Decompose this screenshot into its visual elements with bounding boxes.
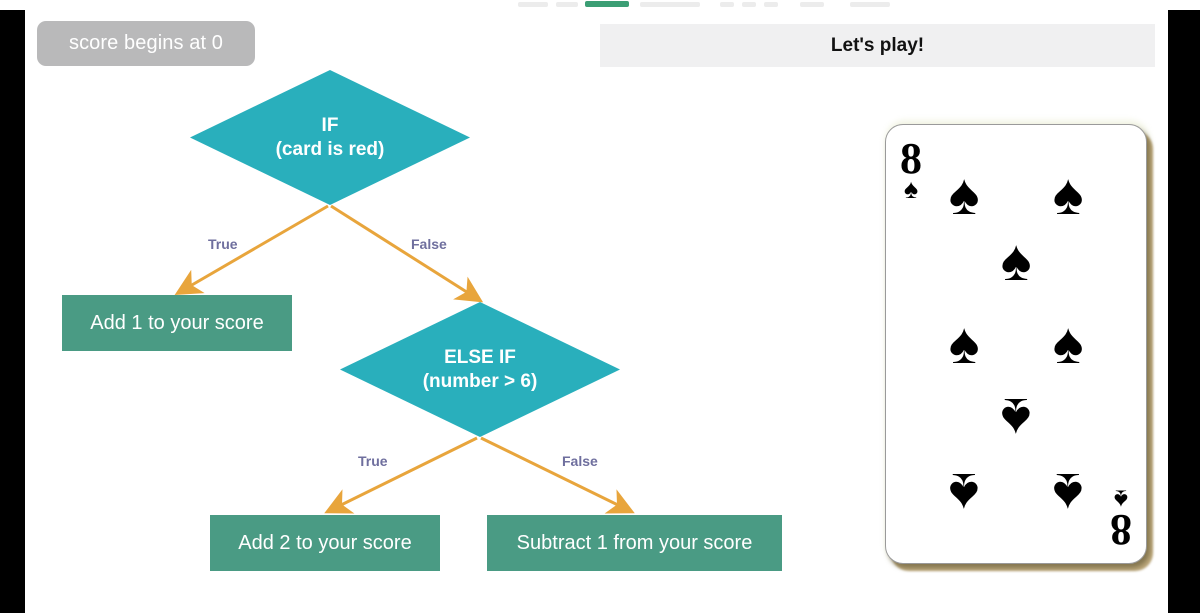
chrome-ghost-item xyxy=(556,2,578,7)
decision-node-else-if-line2: (number > 6) xyxy=(422,370,538,392)
action-node-add-2[interactable]: Add 2 to your score xyxy=(210,515,440,571)
playing-card-face: 8 ♠ 8 ♠ ♠ ♠ ♠ ♠ ♠ ♠ ♠ ♠ xyxy=(886,125,1146,563)
action-node-add-1[interactable]: Add 1 to your score xyxy=(62,295,292,351)
arrow-if-false xyxy=(330,204,484,303)
decision-node-if-line2: (card is red) xyxy=(275,138,385,160)
lets-play-banner: Let's play! xyxy=(600,24,1155,67)
status-badge-label: score begins at 0 xyxy=(68,32,223,54)
chrome-ghost-item xyxy=(640,2,700,7)
spade-icon: ♠ xyxy=(1052,311,1084,376)
action-node-subtract-1[interactable]: Subtract 1 from your score xyxy=(487,515,782,571)
action-node-subtract-1-label: Subtract 1 from your score xyxy=(516,531,753,554)
spade-icon: ♠ xyxy=(1052,460,1084,526)
status-badge-score: score begins at 0 xyxy=(37,21,255,66)
letterbox-bar-left xyxy=(0,10,25,613)
decision-node-if-line1: IF xyxy=(321,115,339,137)
edge-label-elseif-false: False xyxy=(562,453,598,469)
spade-icon: ♠ xyxy=(903,174,919,205)
decision-node-else-if-line1: ELSE IF xyxy=(444,347,516,369)
chrome-ghost-item xyxy=(518,2,548,7)
spade-icon: ♠ xyxy=(1113,483,1129,514)
edge-label-if-false: False xyxy=(411,236,447,252)
chrome-ghost-item xyxy=(764,2,778,7)
edge-label-if-true: True xyxy=(208,236,238,252)
edge-label-elseif-true: True xyxy=(358,453,388,469)
decision-node-else-if[interactable]: ELSE IF (number > 6) xyxy=(340,302,620,437)
chrome-ghost-item xyxy=(742,2,756,7)
decision-node-if[interactable]: IF (card is red) xyxy=(190,70,470,205)
spade-icon: ♠ xyxy=(1000,386,1032,452)
card-index-top-left: 8 ♠ xyxy=(900,134,922,205)
chrome-ghost-item xyxy=(850,2,890,7)
chrome-ghost-item xyxy=(800,2,824,7)
spade-icon: ♠ xyxy=(948,162,980,228)
chrome-ghost-item xyxy=(720,2,734,7)
lets-play-label: Let's play! xyxy=(830,34,925,56)
spade-icon: ♠ xyxy=(948,311,980,376)
arrow-elseif-true xyxy=(324,436,478,514)
playing-card-area: 8 ♠ 8 ♠ ♠ ♠ ♠ ♠ ♠ ♠ ♠ ♠ xyxy=(857,115,1157,570)
letterbox-bar-right xyxy=(1168,10,1200,613)
spade-icon: ♠ xyxy=(1000,227,1032,293)
spade-icon: ♠ xyxy=(948,460,980,526)
card-rank-top-left: 8 xyxy=(900,134,922,183)
arrow-if-true xyxy=(174,204,329,296)
chrome-active-indicator xyxy=(585,1,629,7)
spade-icon: ♠ xyxy=(1052,162,1084,228)
arrow-elseif-false xyxy=(480,436,635,514)
card-index-bottom-right: 8 ♠ xyxy=(1110,483,1132,554)
action-node-add-2-label: Add 2 to your score xyxy=(238,531,412,554)
flowchart: IF (card is red) Add 1 to your score ELS… xyxy=(25,10,1168,613)
playing-card-8-of-spades[interactable]: 8 ♠ 8 ♠ ♠ ♠ ♠ ♠ ♠ ♠ ♠ ♠ xyxy=(885,124,1147,564)
card-rank-bottom-right: 8 xyxy=(1110,505,1132,554)
slide-canvas: score begins at 0 Let's play! xyxy=(25,10,1168,613)
action-node-add-1-label: Add 1 to your score xyxy=(90,311,264,334)
